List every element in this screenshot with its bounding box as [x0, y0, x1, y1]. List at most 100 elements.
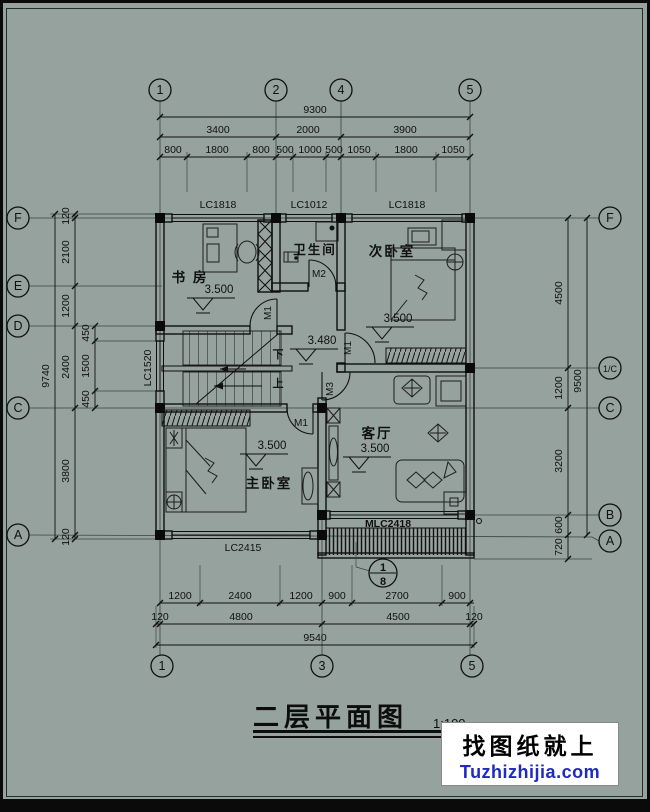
dim-left-inner: 450	[80, 390, 92, 408]
dim-top-major: 3900	[393, 124, 417, 136]
tv	[407, 227, 437, 246]
nightstand	[441, 219, 467, 251]
dim-left-major: 1200	[60, 294, 72, 318]
door-label: M1	[343, 341, 354, 355]
axis-top-1: 1	[157, 83, 164, 97]
dim-top-detail: 1800	[394, 144, 418, 156]
axis-right-1C: 1/C	[603, 364, 618, 374]
dim-top-detail: 1050	[347, 144, 371, 156]
room-living: 客厅	[361, 425, 393, 441]
wardrobes	[161, 347, 467, 427]
title-text: 二层平面图	[253, 702, 409, 732]
detail-mark-den: 8	[380, 576, 386, 588]
detail-mark-circle	[368, 558, 398, 588]
axis-right-C: C	[605, 401, 614, 415]
dim-top-overall: 9300	[303, 104, 327, 116]
dim-top-detail: 500	[276, 144, 294, 156]
watermark-slogan: 找图纸就上	[462, 733, 598, 759]
axis-left-F: F	[14, 211, 22, 225]
axis-top-2: 2	[273, 83, 280, 97]
level-master: 3.500	[258, 440, 287, 452]
end-table	[435, 375, 467, 407]
axis-left-E: E	[14, 279, 22, 293]
watermark-site: Tuzhizhijia.com	[459, 762, 601, 782]
dresser	[301, 467, 319, 505]
room-master: 主卧室	[246, 475, 293, 491]
bed	[390, 247, 456, 321]
dim-bottom-detail: 1200	[168, 590, 192, 602]
level-living: 3.500	[361, 443, 390, 455]
axis-grid	[28, 101, 600, 655]
axis-bottom-1: 1	[159, 659, 166, 673]
window-label: LC1520	[142, 349, 154, 386]
level-marks: 3.500 3.480 3.500 3.500 3.500	[187, 284, 414, 473]
window-label: LC1818	[389, 199, 426, 211]
armchair	[393, 375, 431, 405]
stair-up-label: 上	[273, 376, 284, 390]
dim-left-major: 120	[60, 207, 72, 225]
dim-right-major: 3200	[553, 449, 565, 473]
axis-right-F: F	[606, 211, 614, 225]
drawing-title: 二层平面图	[253, 697, 453, 734]
title-underline	[253, 736, 452, 738]
dim-bottom-major: 4800	[229, 611, 253, 623]
speaker	[326, 407, 341, 424]
door-label: M3	[325, 382, 336, 396]
wash-basin	[315, 221, 339, 242]
dim-bottom-major: 120	[151, 611, 169, 623]
dim-bottom-detail: 2400	[228, 590, 252, 602]
window-label: LC1012	[291, 199, 328, 211]
window-label: MLC2418	[365, 518, 411, 530]
door-label: M2	[312, 269, 326, 280]
nightstand	[165, 427, 183, 449]
dimension-text: 9300 3400 2000 3900 800 1800 800 500 100…	[40, 104, 584, 644]
dim-bottom-detail: 2700	[385, 590, 409, 602]
level-study: 3.500	[205, 284, 234, 296]
door-label: M1	[263, 306, 274, 320]
level-bed2: 3.500	[384, 313, 413, 325]
sofa	[395, 459, 465, 503]
window-label: LC1818	[200, 199, 237, 211]
balcony-railing: 1 8	[326, 527, 466, 588]
dim-right-major: 4500	[553, 281, 565, 305]
dim-left-major: 2400	[60, 355, 72, 379]
watermark-box: 找图纸就上 Tuzhizhijia.com	[441, 722, 619, 786]
reference-dot	[476, 518, 482, 524]
dim-left-major: 3800	[60, 459, 72, 483]
detail-mark-num: 1	[380, 562, 386, 574]
door-label: M1	[294, 418, 308, 429]
toilet	[283, 251, 299, 263]
dim-top-major: 3400	[206, 124, 230, 136]
axis-top-5: 5	[467, 83, 474, 97]
dim-top-detail: 1050	[441, 144, 465, 156]
furniture	[165, 219, 467, 515]
doors: M1 M2 M1 M3 M1	[249, 259, 376, 435]
room-study: 书 房	[172, 269, 209, 285]
stair-down-label: 下	[273, 348, 284, 361]
dim-left-major: 120	[60, 528, 72, 546]
dim-right-major: 720	[553, 538, 565, 556]
side-table	[443, 491, 467, 515]
bed	[165, 427, 247, 513]
dim-right-overall: 9500	[572, 369, 584, 393]
dim-bottom-major: 4500	[386, 611, 410, 623]
dim-top-detail: 1800	[205, 144, 229, 156]
dim-bottom-detail: 900	[328, 590, 346, 602]
sheet-border	[6, 8, 643, 797]
dim-top-major: 2000	[296, 124, 320, 136]
axis-left-D: D	[13, 319, 22, 333]
speaker	[326, 481, 341, 498]
axis-right-A: A	[606, 534, 615, 548]
level-hall: 3.480	[308, 335, 337, 347]
nightstand	[165, 491, 183, 513]
dim-right-major: 1200	[553, 376, 565, 400]
dim-left-overall: 9740	[40, 364, 52, 388]
window-label: LC2415	[225, 542, 262, 554]
axis-bottom-3: 3	[319, 659, 326, 673]
dim-top-detail: 800	[164, 144, 182, 156]
dim-top-detail: 800	[252, 144, 270, 156]
room-labels: 书 房 卫生间 次卧室 客厅 主卧室	[172, 242, 414, 491]
dim-left-inner: 450	[80, 324, 92, 342]
